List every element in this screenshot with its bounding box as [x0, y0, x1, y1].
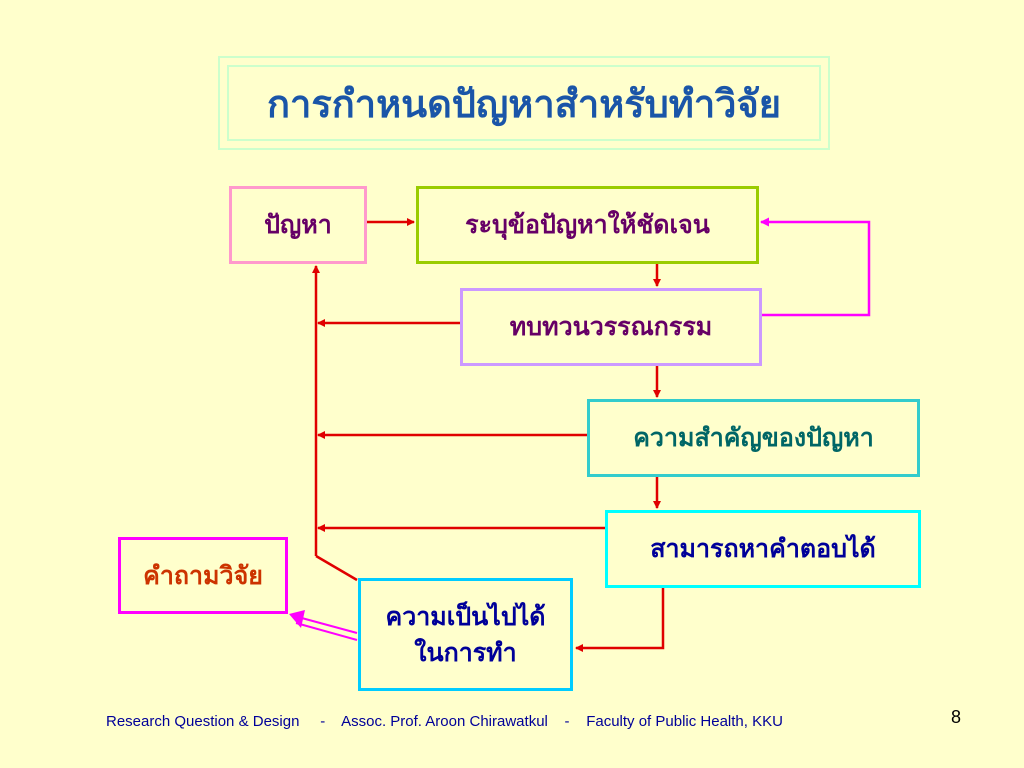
feasibility-label-line2: ในการทำ	[414, 637, 517, 667]
importance-label: ความสำคัญของปัญหา	[633, 423, 874, 452]
problem-box: ปัญหา	[229, 186, 367, 264]
page-number: 8	[951, 707, 962, 727]
slide-title: การกำหนดปัญหาสำหรับทำวิจัย	[266, 80, 782, 126]
problem-label: ปัญหา	[264, 210, 332, 239]
arrow-feasibility-to-question-b	[295, 622, 358, 641]
arrow-feasibility-to-question-head	[289, 610, 305, 628]
feasibility-label-line1: ความเป็นไปได้	[385, 601, 546, 631]
research-question-box: คำถามวิจัย	[118, 537, 288, 614]
identify-problem-box: ระบุข้อปัญหาให้ชัดเจน	[416, 186, 759, 264]
slide-footer: Research Question & Design - Assoc. Prof…	[106, 713, 783, 730]
literature-review-box: ทบทวนวรรณกรรม	[460, 288, 762, 366]
title-inner-frame: การกำหนดปัญหาสำหรับทำวิจัย	[227, 65, 821, 141]
arrow-feasibility-to-question-a	[297, 616, 358, 634]
importance-box: ความสำคัญของปัญหา	[587, 399, 920, 477]
research-question-label: คำถามวิจัย	[143, 560, 263, 590]
identify-problem-label: ระบุข้อปัญหาให้ชัดเจน	[465, 210, 710, 239]
title-frame: การกำหนดปัญหาสำหรับทำวิจัย	[218, 56, 830, 150]
answerable-box: สามารถหาคำตอบได้	[605, 510, 921, 588]
literature-review-label: ทบทวนวรรณกรรม	[509, 312, 713, 341]
answerable-label: สามารถหาคำตอบได้	[650, 534, 876, 563]
feasibility-box: ความเป็นไปได้ ในการทำ	[358, 578, 573, 691]
feedback-from-feasibility	[315, 554, 358, 582]
arrow-answerable-to-feasibility	[575, 588, 665, 652]
arrow-review-loop-to-identify	[760, 217, 871, 317]
